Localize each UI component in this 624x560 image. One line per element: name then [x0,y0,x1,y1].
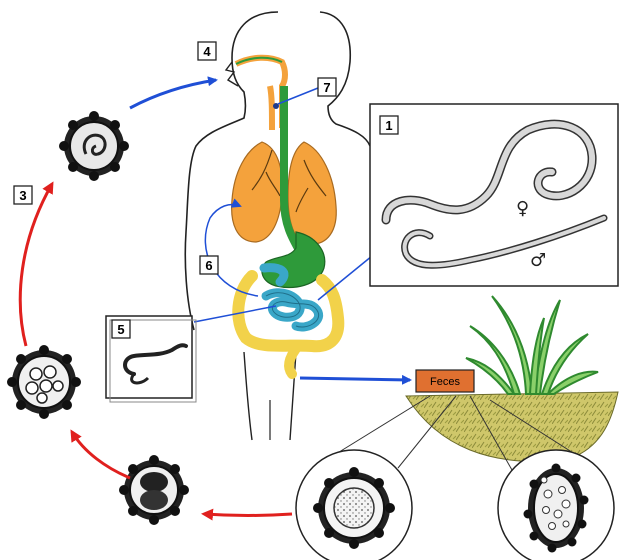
male-symbol: ♂ [530,250,546,271]
svg-text:4: 4 [203,44,211,59]
female-symbol: ♀ [516,198,529,219]
svg-text:6: 6 [205,258,212,273]
step-label-7: 7 [318,78,336,96]
svg-text:7: 7 [323,80,330,95]
fertilized-egg-magnified [296,450,412,560]
grass [466,296,598,394]
soil [406,392,618,462]
step-label-3: 3 [14,186,32,204]
cycle-arrow-to-two-cell [204,514,292,516]
step-label-5: 5 [112,320,130,338]
excretion-arrow [300,378,410,380]
svg-text:1: 1 [385,118,392,133]
cycle-arrow-to-infective [20,184,52,346]
step-label-6: 6 [200,256,218,274]
step-label-1: 1 [380,116,398,134]
step-label-4: 4 [198,42,216,60]
unfertilized-egg-magnified [498,450,614,560]
embryonated-egg-infective [59,111,129,181]
svg-text:5: 5 [117,322,124,337]
human-figure [185,12,370,440]
feces-label: Feces [430,376,460,388]
cycle-arrow-to-multicell [72,432,130,478]
feces-box: Feces [416,370,474,392]
svg-text:3: 3 [19,188,26,203]
multicell-egg [7,345,81,419]
two-cell-egg [119,455,189,525]
adult-worms-panel: ♀ ♂ [370,104,618,286]
ingestion-arrow [130,80,216,108]
